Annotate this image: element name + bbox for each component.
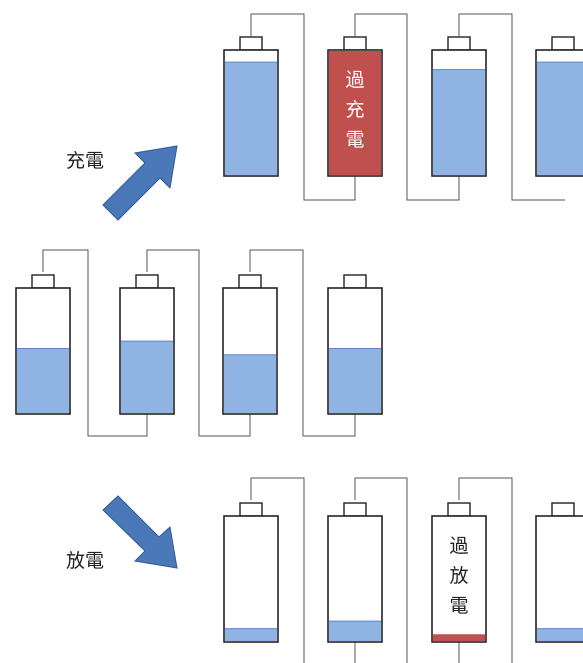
discharge-fault-char: 電 [449, 595, 468, 617]
battery-terminal [343, 36, 367, 51]
charge-level [225, 62, 277, 175]
battery-terminal [343, 502, 367, 517]
discharge-group-wires [250, 477, 513, 663]
discharge-battery-1 [223, 502, 279, 643]
battery-terminal [31, 274, 55, 289]
middle-group [15, 274, 383, 415]
discharge-arrow [102, 495, 178, 569]
battery-terminal [239, 36, 263, 51]
discharge-group: 過放電 [223, 502, 583, 643]
battery-terminal [551, 502, 575, 517]
charge-level [329, 621, 381, 641]
charge-group-wires [250, 13, 565, 201]
middle-battery-3 [222, 274, 278, 415]
middle-battery-2 [119, 274, 175, 415]
charge-fault-char: 電 [345, 129, 364, 151]
fault-level [433, 634, 485, 641]
fault-level [329, 51, 381, 175]
middle-battery-1 [15, 274, 71, 415]
discharge-battery-3: 過放電 [431, 502, 487, 643]
discharge-label: 放電 [66, 550, 104, 572]
discharge-battery-2 [327, 502, 383, 643]
battery-casing [535, 515, 583, 643]
battery-terminal [135, 274, 159, 289]
battery-casing [431, 515, 487, 643]
discharge-battery-4 [535, 502, 583, 643]
charge-fault-char: 過 [345, 69, 364, 91]
charge-battery-2: 過充電 [327, 36, 383, 177]
charge-arrow [102, 145, 178, 221]
charge-level [329, 348, 381, 413]
battery-terminal [239, 502, 263, 517]
charge-level [537, 628, 583, 641]
charge-level [121, 341, 173, 413]
charge-level [537, 62, 583, 175]
charge-fault-char: 充 [345, 99, 364, 121]
battery-terminal [238, 274, 262, 289]
charge-battery-3 [431, 36, 487, 177]
middle-battery-4 [327, 274, 383, 415]
charge-label: 充電 [66, 150, 104, 172]
discharge-fault-char: 過 [449, 535, 468, 557]
battery-terminal [551, 36, 575, 51]
charge-level [224, 354, 276, 413]
charge-battery-1 [223, 36, 279, 177]
battery-terminal [447, 36, 471, 51]
charge-level [17, 348, 69, 413]
battery-terminal [447, 502, 471, 517]
battery-casing [223, 515, 279, 643]
charge-level [225, 628, 277, 641]
charge-group: 過充電 [223, 36, 583, 177]
discharge-fault-char: 放 [449, 565, 468, 587]
middle-group-wires [42, 249, 356, 437]
charge-level [433, 69, 485, 175]
battery-terminal [343, 274, 367, 289]
charge-battery-4 [535, 36, 583, 177]
